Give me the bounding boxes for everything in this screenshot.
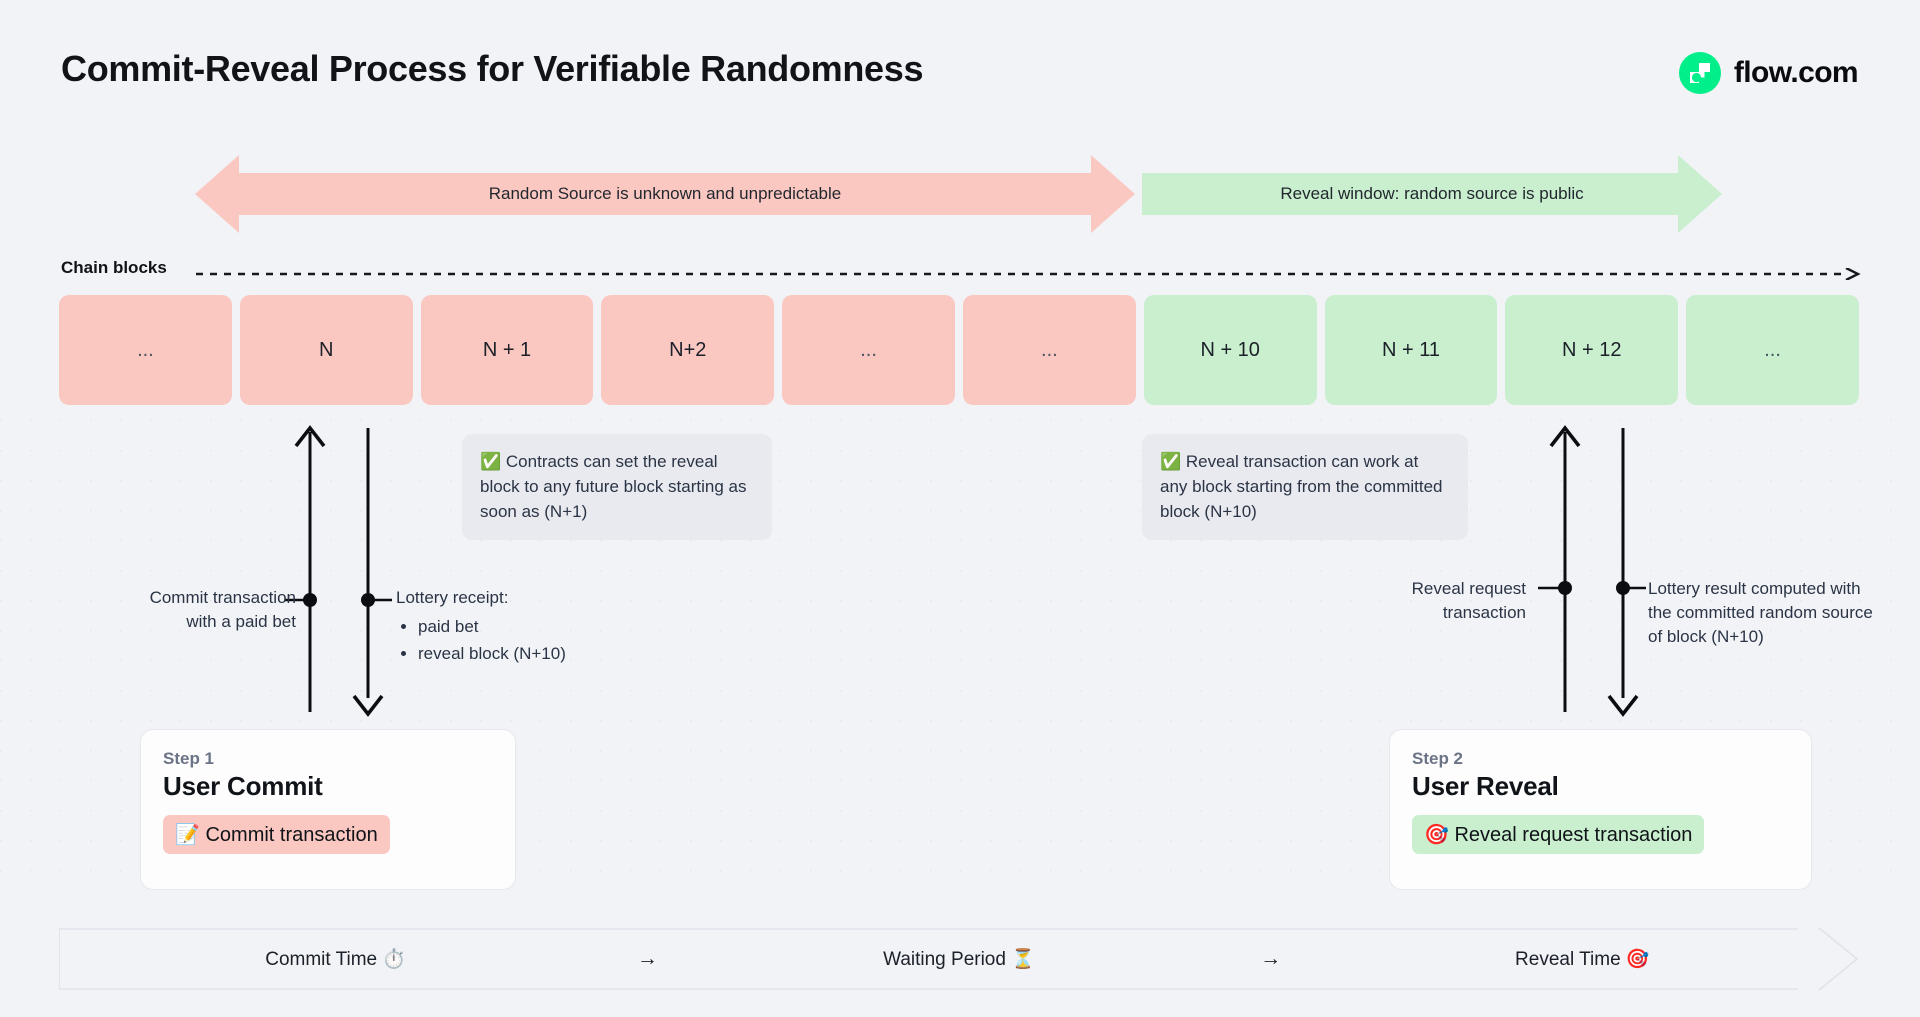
annotation-reveal-request: Reveal request transaction [1330,577,1526,625]
memo-icon: 📝 [175,824,200,846]
chain-block-label: ... [1764,338,1781,361]
callout-reveal-tx-any-block: ✅ Reveal transaction can work at any blo… [1142,434,1468,541]
list-item: paid bet [418,615,686,639]
timeline-arrow-2-icon: → [1260,947,1282,970]
list-item: reveal block (N+10) [418,642,686,666]
annotation-line: Reveal request [1411,579,1526,598]
target-icon: 🎯 [1424,824,1449,846]
window-banners: Random Source is unknown and unpredictab… [0,155,1920,233]
callout-text: Reveal transaction can work at any block… [1160,452,1443,522]
annotation-lottery-result: Lottery result computed with the committ… [1648,579,1873,647]
chain-block-label: ... [860,338,877,361]
flow-logo-mark-icon [1678,52,1721,94]
step-card-user-commit: Step 1 User Commit 📝 Commit transaction [140,729,516,890]
chain-block[interactable]: N + 10 [1143,295,1317,405]
annotation-line: transaction [1442,603,1526,623]
timeline-segment-waiting: Waiting Period ⏳ [883,949,1035,970]
timeline-arrow-shape [59,928,1859,990]
banner-reveal-window-label: Reveal window: random source is public [1280,184,1584,203]
chain-block-label: N+2 [669,338,707,361]
flow-logo-text: flow.com [1733,56,1859,89]
bottom-timeline: Commit Time ⏱️ → Waiting Period ⏳ → Reve… [59,928,1859,990]
chain-block-label: N + 11 [1381,338,1440,361]
chain-block[interactable]: N+2 [601,295,775,405]
flow-logo: flow.com [1678,52,1859,94]
page-title: Commit-Reveal Process for Verifiable Ran… [61,48,924,89]
callout-text: Contracts can set the reveal block to an… [480,452,747,522]
chain-blocks-label: Chain blocks [61,258,167,277]
chain-block[interactable]: ... [59,295,232,405]
annotation-lottery-receipt: Lottery receipt: paid bet reveal block (… [396,586,686,669]
chain-block-label: N [318,338,334,361]
step-title: User Reveal [1412,771,1559,801]
chip-label: Commit transaction [205,824,378,846]
step-card-user-reveal: Step 2 User Reveal 🎯 Reveal request tran… [1389,729,1812,890]
banner-unknown-window-label: Random Source is unknown and unpredictab… [488,184,842,203]
chain-block[interactable]: N + 1 [420,295,594,405]
chain-block[interactable]: N + 12 [1505,295,1679,405]
chain-blocks-row: ... N N + 1 N+2 ... ... N + 10 N + 11 N … [59,295,1859,405]
chain-block-label: ... [137,338,154,361]
annotation-line: with a paid bet [186,612,296,632]
callout-contracts-reveal-block: ✅ Contracts can set the reveal block to … [462,434,772,541]
timeline-arrow-1-icon: → [636,947,658,970]
chain-block-label: N + 10 [1200,338,1260,361]
chain-block-label: ... [1041,338,1058,361]
chain-block[interactable]: N [239,295,413,405]
timeline-segment-commit: Commit Time ⏱️ [265,949,407,970]
annotation-commit-transaction: Commit transaction with a paid bet [74,586,296,634]
timeline-segment-reveal: Reveal Time 🎯 [1515,949,1650,970]
commit-transaction-chip[interactable]: 📝 Commit transaction [163,815,390,854]
annotation-list: paid bet reveal block (N+10) [396,615,686,666]
chain-block[interactable]: ... [782,295,955,405]
chain-block-label: N + 1 [482,338,532,361]
step-label: Step 2 [1412,749,1464,768]
check-icon: ✅ [480,452,502,471]
banner-reveal-window: Reveal window: random source is public [1142,155,1722,233]
chain-block[interactable]: ... [1686,295,1859,405]
chain-block-label: N + 12 [1562,338,1622,361]
check-icon: ✅ [1160,452,1182,471]
marker-lines [285,425,1646,717]
step-title: User Commit [163,771,323,801]
step-label: Step 1 [163,749,215,768]
chain-block[interactable]: ... [962,295,1136,405]
reveal-request-transaction-chip[interactable]: 🎯 Reveal request transaction [1412,815,1705,854]
chain-block[interactable]: N + 11 [1324,295,1498,405]
annotation-line: Commit transaction [149,588,296,607]
annotation-heading: Lottery receipt: [396,588,509,607]
banner-unknown-window: Random Source is unknown and unpredictab… [195,155,1135,233]
chain-dashed-line [196,268,1861,280]
chip-label: Reveal request transaction [1454,824,1693,846]
